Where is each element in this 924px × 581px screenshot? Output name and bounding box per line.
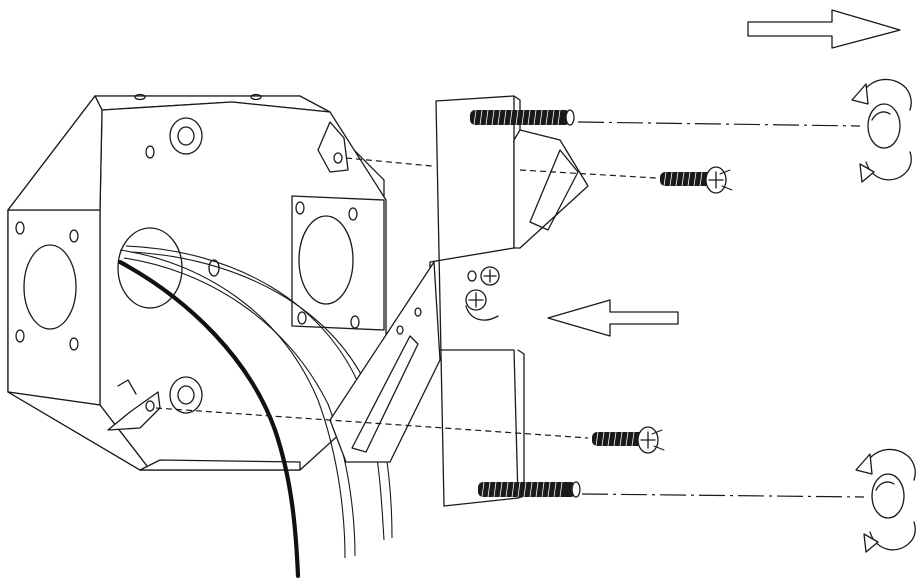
octagon-junction-box [7, 93, 387, 471]
threaded-stud-bottom [478, 481, 581, 498]
direction-arrow-left-icon [547, 299, 679, 337]
box-screw-lower [592, 426, 665, 454]
rotation-arrow-icon [855, 448, 916, 553]
alignment-lines [155, 121, 865, 498]
direction-arrow-right-icon [747, 9, 901, 49]
box-screw-upper [660, 166, 733, 194]
rotation-arrow-icon [851, 78, 912, 183]
cable-wires [117, 245, 393, 579]
mounting-bracket [329, 95, 589, 507]
threaded-stud-top [470, 109, 575, 126]
